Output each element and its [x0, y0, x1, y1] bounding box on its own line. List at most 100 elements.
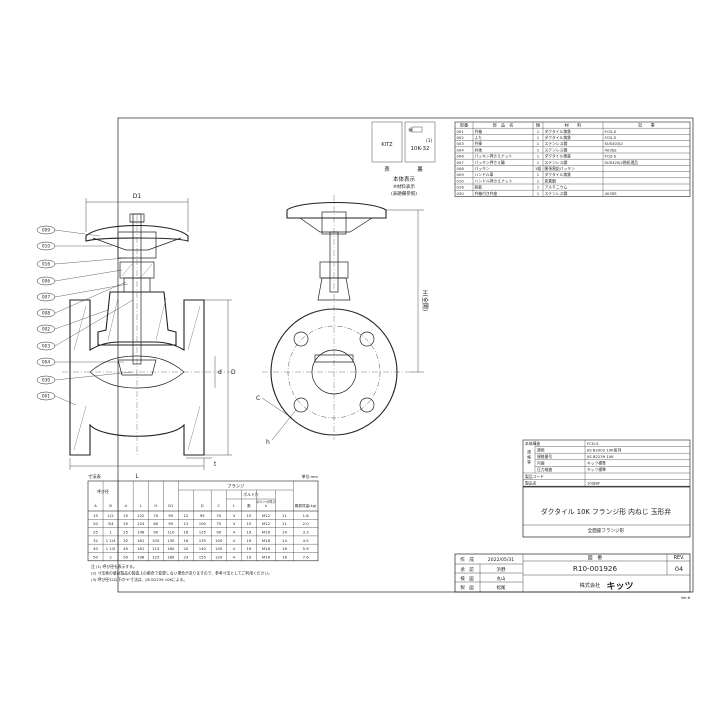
dim-c: C [256, 395, 260, 402]
parts-table-cell: SUS403J2 [605, 141, 624, 146]
parts-table-cell: 1 [537, 191, 540, 196]
size-table-cell: 14 [282, 530, 287, 535]
dim-d-small: d [218, 369, 222, 376]
parts-table-cell: 1 [537, 154, 540, 159]
parts-table-cell: パッキン押さえ輪 [475, 160, 505, 165]
dim-l: L [135, 473, 139, 480]
size-table-cell: 11 [282, 521, 287, 526]
size-table-cell: 20 [183, 546, 188, 551]
parts-table-cell: 弁箱付き弁座 [475, 191, 498, 196]
parts-table-cell: 炭素鋼 [545, 178, 557, 183]
parts-table-cell: FCD-S [605, 135, 617, 140]
parts-table-cell: 1 [537, 141, 540, 146]
spec-value: FCD-S [587, 441, 599, 446]
size-table-col-header: h [265, 504, 267, 508]
size-table-cell: 19 [246, 546, 251, 551]
parts-table-cell: 膨張黒鉛パッキン [545, 166, 575, 171]
marking-num: (1) [426, 138, 433, 144]
size-table-col-header: B [109, 504, 112, 508]
size-table-cell: 50 [93, 554, 98, 559]
parts-table-cell: ハンドル押さえナット [475, 178, 513, 183]
spec-label: 圧力検査 [537, 467, 552, 472]
size-table-cell: 3.3 [303, 530, 310, 535]
size-table-col-header: L [140, 504, 142, 508]
front-section-view: D1 L d D t [62, 193, 236, 480]
size-table-cell: 115 [152, 546, 160, 551]
parts-table-cell: ダクタイル鋳鉄 [545, 172, 572, 177]
size-table-unit: 単位:mm [302, 474, 319, 479]
size-table-cell: M12 [262, 521, 271, 526]
size-table-cell: 161 [137, 546, 145, 551]
size-table-cell: 15 [246, 513, 251, 518]
parts-table-cell: ダクタイル鋳鉄 [545, 135, 572, 140]
parts-table-cell: 007 [457, 160, 465, 165]
size-table-cell: 7.6 [303, 554, 310, 559]
size-table-cell: 12 [183, 513, 188, 518]
marking-right-text: 10K-32 [410, 146, 429, 152]
date-label: 作 成 [460, 556, 474, 563]
size-table-cell: 146 [137, 530, 145, 535]
size-table-cell: 1 1/2 [106, 546, 116, 551]
marking-left-text: KITZ [381, 142, 393, 148]
size-table-cell: 19 [246, 530, 251, 535]
size-table-cell: 1 [109, 530, 112, 535]
size-table-cell: M12 [262, 513, 271, 518]
spec-label: 製品名 [525, 480, 537, 485]
size-table-cell: 4.5 [303, 538, 310, 543]
size-table-cell: 160 [167, 546, 175, 551]
size-table-cell: 135 [199, 538, 207, 543]
size-table-col-header: H [154, 504, 157, 508]
approval-role: 製 図 [460, 584, 474, 591]
parts-table-cell: ダクタイル鋳鉄 [545, 154, 572, 159]
spec-group-label: 等 [527, 460, 531, 465]
parts-table-cell: ハンドル車 [475, 172, 494, 177]
approval-name: 浜野 [497, 566, 506, 573]
size-table-cell: 140 [199, 546, 207, 551]
drawing-no-label: 図 番 [588, 554, 603, 561]
spec-group-label: 格 [527, 455, 531, 460]
size-table-bolt-header: ボルト穴 [243, 492, 258, 497]
company-name: キッツ [606, 581, 633, 592]
approval-name: 松尾 [497, 584, 506, 591]
parts-table-header: 記 事 [638, 122, 655, 129]
size-table-cell: 180 [167, 554, 175, 559]
dim-t: t [214, 461, 217, 468]
size-table-cell: 95 [200, 513, 205, 518]
spec-label: 規格番号 [537, 454, 552, 459]
size-table-cell: 11 [282, 513, 287, 518]
size-table-bolt-size-header: ボルトの呼び [256, 499, 276, 504]
callout-label: 007 [42, 295, 50, 301]
sheet-frame [117, 117, 694, 593]
company-prefix: 株式会社 [580, 581, 601, 589]
scale-note: 全面座フランジ形 [588, 527, 625, 534]
callout-label: 030 [42, 378, 50, 384]
size-table-note: 注 (1) 呼び径を表示する。 [91, 564, 137, 569]
size-table-cell: 125 [152, 554, 160, 559]
parts-table-cell: 弁箱 [475, 129, 483, 134]
size-table-cell: 75 [216, 521, 221, 526]
size-table-cell: 16 [282, 554, 287, 559]
size-table-cell: M16 [262, 530, 271, 535]
size-table-cell: 161 [137, 538, 145, 543]
size-table-cell: 40 [93, 546, 98, 551]
size-table-col-header: C [217, 504, 220, 508]
size-table-cell: 120 [215, 554, 223, 559]
approval-role: 承 認 [460, 566, 474, 573]
size-table-cell: 23 [183, 554, 188, 559]
spec-label: 製品コード [525, 474, 544, 479]
size-table-cell: 32 [93, 538, 98, 543]
callout-label: 009 [42, 228, 50, 234]
size-table-cell: 125 [199, 530, 207, 535]
size-table-cell: 15 [246, 521, 251, 526]
parts-table-cell: 016 [457, 185, 465, 190]
parts-table-cell: 403SS [605, 147, 618, 152]
size-table-cell: 100 [152, 538, 160, 543]
size-table-cell: 20 [93, 521, 98, 526]
parts-table-cell: 002 [457, 135, 465, 140]
marking-front-label: 表 [384, 165, 390, 173]
parts-table-cell: FCD-S [605, 129, 617, 134]
approval-name: 丸山 [497, 575, 506, 582]
